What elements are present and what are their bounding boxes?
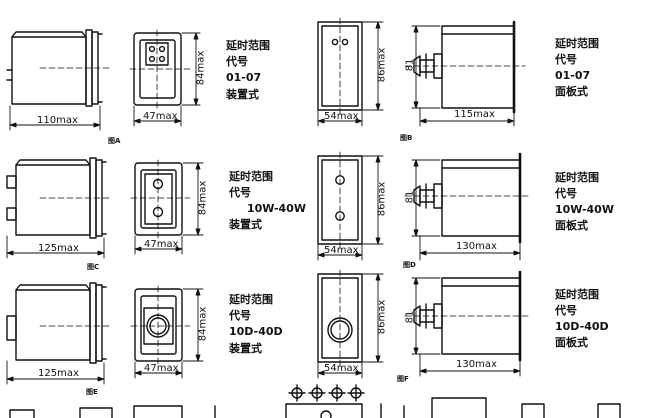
spec-c-line-4: 装置式 <box>229 218 262 231</box>
fig-d-depth-label: 130max <box>456 241 497 252</box>
fig-c-caption: 图C <box>87 263 100 271</box>
spec-f-line-1: 延时范围 <box>555 288 599 301</box>
fig-b-depth-label: 115max <box>454 109 495 120</box>
fig-a-front-dimensions <box>133 32 201 127</box>
spec-d-line-3: 10W-40W <box>555 203 614 216</box>
spec-e-line-2: 代号 <box>229 309 251 322</box>
fig-c-front-view <box>130 159 191 241</box>
fig-d-front-view <box>317 151 363 249</box>
spec-c-line-2: 代号 <box>229 186 251 199</box>
fig-e-caption: 图E <box>86 388 98 396</box>
spec-e-line-4: 装置式 <box>229 342 262 355</box>
spec-b-line-2: 代号 <box>555 53 577 66</box>
fig-d-side-dimensions <box>411 159 521 261</box>
spec-e-line-1: 延时范围 <box>229 293 273 306</box>
fig-e-depth-dimension <box>6 360 105 385</box>
fig-d-caption: 图D <box>403 261 416 269</box>
spec-d-line-1: 延时范围 <box>555 171 599 184</box>
fig-c-front-dimensions <box>134 162 204 255</box>
spec-b-line-3: 01-07 <box>555 69 591 82</box>
fig-e-front-dimensions <box>134 288 204 379</box>
fig-d-side-height-label: 81 <box>404 190 416 204</box>
spec-a-line-1: 延时范围 <box>226 39 270 52</box>
spec-b-line-4: 面板式 <box>555 85 588 98</box>
fig-e-front-width-label: 47max <box>144 363 179 374</box>
fig-c-side-view <box>6 157 113 239</box>
fig-f-side-view <box>404 270 531 362</box>
fig-f-side-dimensions <box>411 277 521 377</box>
fig-c-height-label: 84max <box>197 180 209 216</box>
fig-a-front-view <box>129 29 191 111</box>
fig-b-front-dimensions <box>317 21 384 127</box>
fig-b-side-view <box>404 20 526 114</box>
fig-d-front-height-label: 86max <box>376 181 388 217</box>
fig-f-side-height-label: 81 <box>404 310 416 324</box>
fig-b-front-view <box>317 17 363 115</box>
row4-partial-drawings <box>9 384 621 418</box>
fig-f-front-width-label: 54max <box>324 363 359 374</box>
fig-e-side-view <box>6 282 113 364</box>
fig-f-front-dimensions <box>317 273 384 379</box>
fig-a-height-label: 84max <box>195 50 207 86</box>
fig-b-side-height-label: 81 <box>404 58 416 72</box>
fig-a-side-view <box>6 29 111 107</box>
spec-a-line-2: 代号 <box>226 55 248 68</box>
fig-a-depth-dimension <box>9 105 101 131</box>
fig-c-depth-label: 125max <box>38 243 79 254</box>
fig-f-front-view <box>317 269 363 367</box>
spec-b-line-1: 延时范围 <box>555 37 599 50</box>
fig-b-caption: 图B <box>400 134 413 142</box>
fig-d-side-view <box>404 152 531 244</box>
spec-d-line-4: 面板式 <box>555 219 588 232</box>
spec-c-line-3: 10W-40W <box>247 202 306 215</box>
spec-f-line-4: 面板式 <box>555 336 588 349</box>
fig-e-front-view <box>130 285 191 367</box>
fig-c-front-width-label: 47max <box>144 239 179 250</box>
fig-b-side-dimensions <box>411 25 515 127</box>
spec-f-line-2: 代号 <box>555 304 577 317</box>
fig-a-depth-label: 110max <box>37 115 78 126</box>
fig-b-front-width-label: 54max <box>324 111 359 122</box>
fig-a-front-width-label: 47max <box>143 111 178 122</box>
spec-d-line-2: 代号 <box>555 187 577 200</box>
fig-c-depth-dimension <box>6 235 105 259</box>
spec-c-line-1: 延时范围 <box>229 170 273 183</box>
fig-e-depth-label: 125max <box>38 368 79 379</box>
spec-f-line-3: 10D-40D <box>555 320 609 333</box>
fig-e-height-label: 84max <box>197 306 209 342</box>
fig-f-depth-label: 130max <box>456 359 497 370</box>
fig-f-caption: 图F <box>397 375 409 383</box>
fig-d-front-dimensions <box>317 155 384 261</box>
fig-b-front-height-label: 86max <box>376 47 388 83</box>
spec-a-line-4: 装置式 <box>226 88 259 101</box>
fig-d-front-width-label: 54max <box>324 245 359 256</box>
fig-f-front-height-label: 86max <box>376 299 388 335</box>
fig-a-caption: 图A <box>108 137 121 145</box>
spec-e-line-3: 10D-40D <box>229 325 283 338</box>
spec-a-line-3: 01-07 <box>226 71 262 84</box>
